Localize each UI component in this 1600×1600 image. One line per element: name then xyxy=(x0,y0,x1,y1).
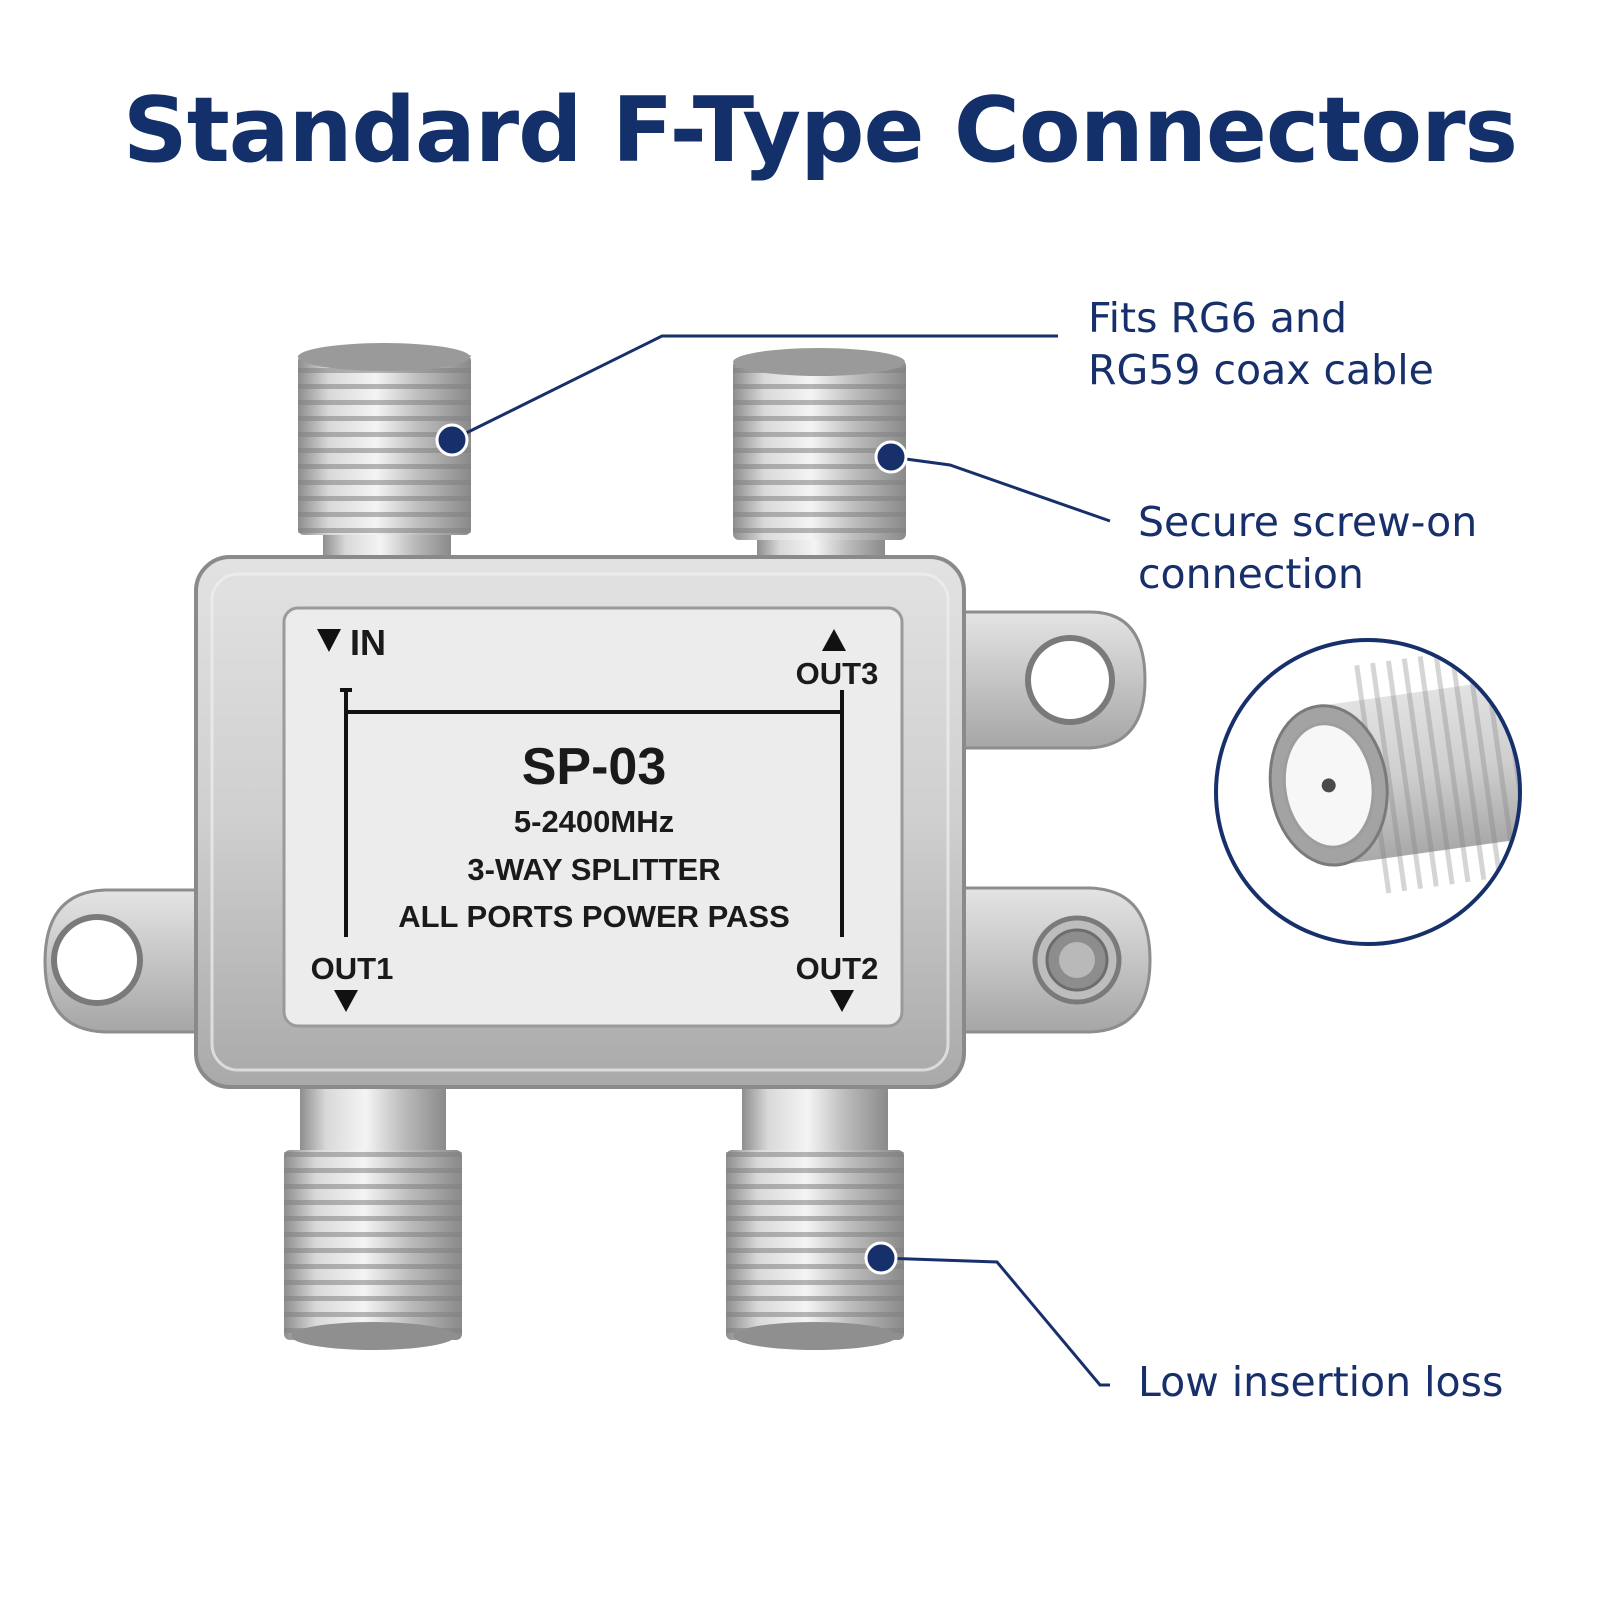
port-out3-label: OUT3 xyxy=(796,656,879,691)
port-out2-label: OUT2 xyxy=(796,951,879,986)
arrow-down-icon xyxy=(334,990,358,1012)
ground-screw-tab xyxy=(958,886,1152,1034)
port-out1-label: OUT1 xyxy=(311,951,394,986)
connector-out1 xyxy=(284,1070,462,1350)
connector-closeup xyxy=(1214,638,1522,946)
mounting-tab-right xyxy=(958,610,1147,750)
port-in-label: IN xyxy=(350,622,386,663)
model-number: SP-03 xyxy=(522,738,667,796)
callout-dot xyxy=(435,423,469,457)
power-pass: ALL PORTS POWER PASS xyxy=(398,899,790,934)
callout-cable-fit: Fits RG6 and RG59 coax cable xyxy=(1088,292,1434,396)
callout-line: Fits RG6 and xyxy=(1088,294,1347,342)
callout-lines xyxy=(451,334,1111,1387)
callout-line: connection xyxy=(1138,550,1364,598)
arrow-down-icon xyxy=(317,629,341,652)
callout-dot xyxy=(864,1241,898,1275)
callout-screw-on: Secure screw-on connection xyxy=(1138,496,1477,600)
callout-line: RG59 coax cable xyxy=(1088,346,1434,394)
headline: Standard F-Type Connectors xyxy=(122,78,1518,183)
splitter-type: 3-WAY SPLITTER xyxy=(467,852,720,887)
arrow-up-icon xyxy=(822,629,846,651)
frequency-range: 5-2400MHz xyxy=(514,804,674,839)
connector-out2 xyxy=(726,1070,904,1350)
callout-dot xyxy=(874,440,908,474)
device-label: IN OUT3 SP-03 5-2400MHz 3-WAY SPLITTER A… xyxy=(282,606,904,1028)
callout-line: Secure screw-on xyxy=(1138,498,1478,546)
callout-insertion-loss: Low insertion loss xyxy=(1138,1356,1503,1408)
arrow-down-icon xyxy=(830,990,854,1012)
callout-line: Low insertion loss xyxy=(1138,1358,1504,1406)
mounting-tab-left xyxy=(43,888,242,1034)
